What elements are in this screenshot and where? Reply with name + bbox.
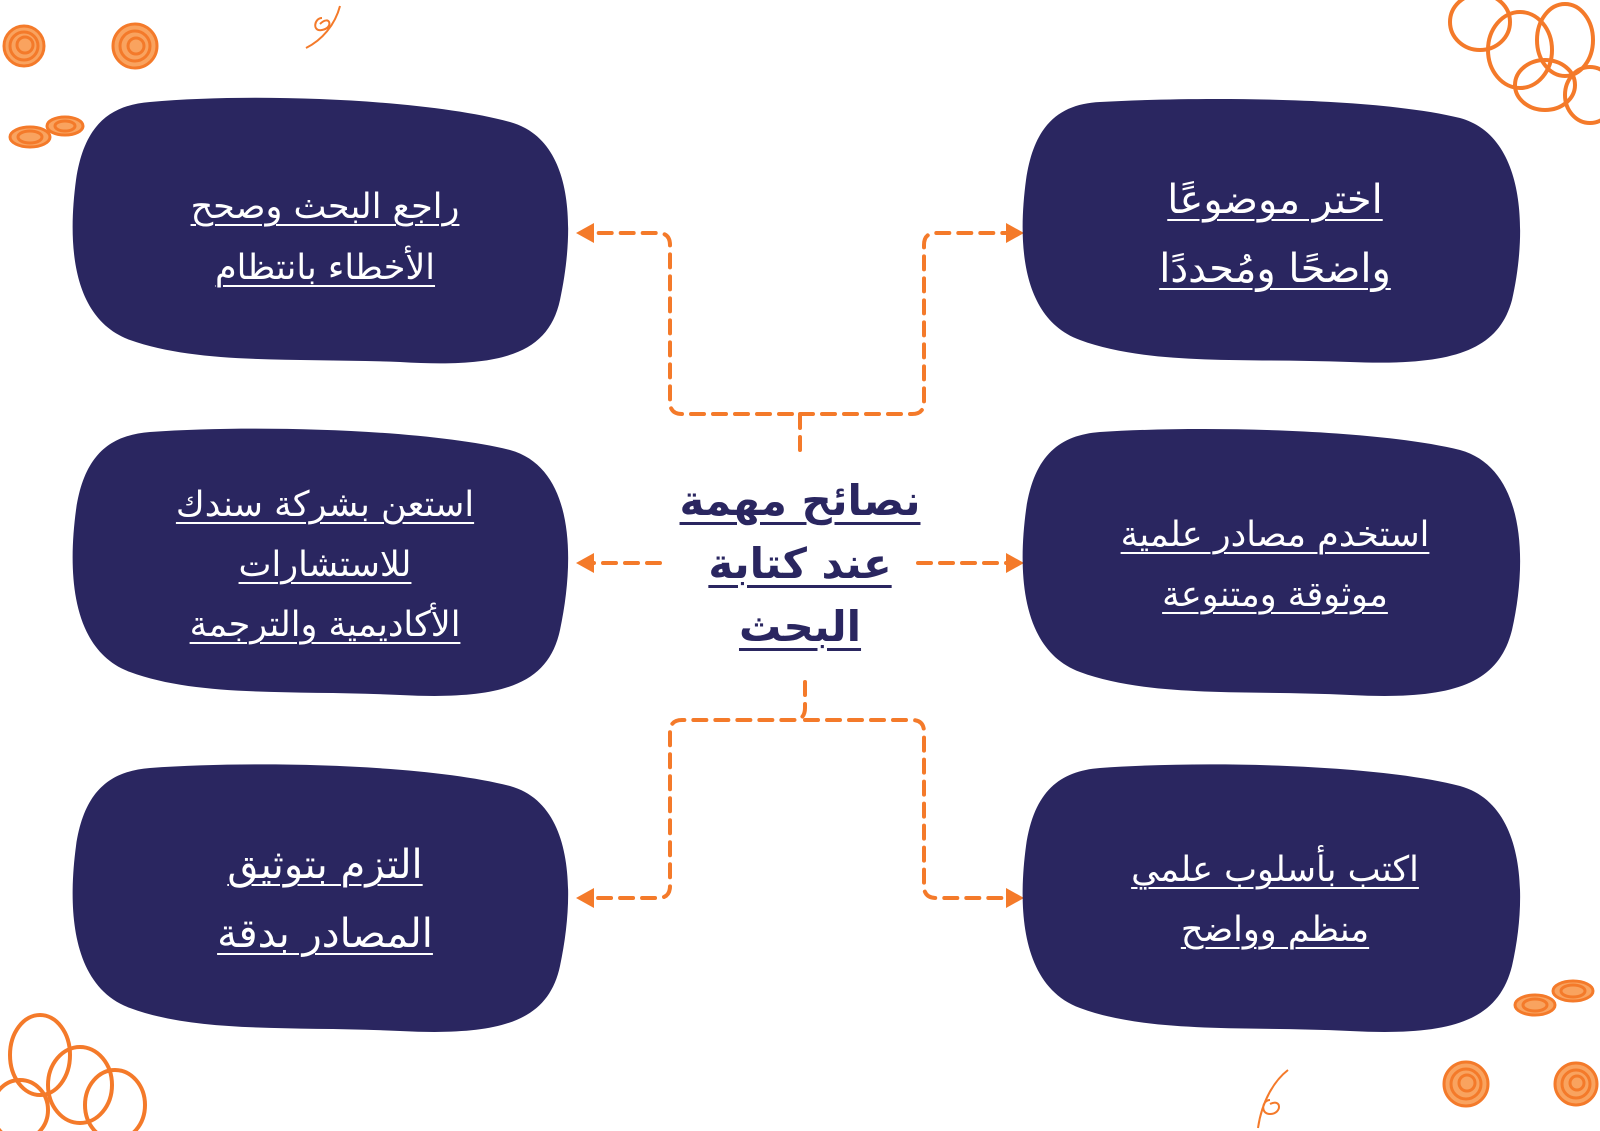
scribble-loops-bottom-left [0,1013,147,1131]
scribble-circle-top-left-2 [111,22,159,70]
cards [72,97,1521,1032]
card-left-top-shape [72,97,569,364]
scribble-oval-left-2 [45,115,85,137]
scribble-oval-left-1 [8,125,52,149]
card-left-bottom-shape [72,764,569,1032]
card-left-middle-text: استعن بشركة سندك للاستشارات الأكاديمية و… [175,484,475,646]
swirl-top-center [305,5,341,49]
scribble-loops-top-right [1448,0,1600,125]
scribble-oval-right-2 [1551,979,1595,1003]
arrowheads [576,223,1024,908]
scribble-oval-right-1 [1513,993,1557,1017]
card-right-top-shape [1022,99,1521,363]
card-right-middle-text: استخدم مصادر علمية موثوقة ومتنوعة [1120,514,1430,615]
arrowhead-left-bottom [576,888,594,908]
card-left-top-text: راجع البحث وصحح الأخطاء بانتظام [190,187,460,288]
connector-to-right-bottom [803,718,1012,900]
scribble-circle-bottom-right-2 [1553,1061,1599,1107]
arrowhead-right-bottom [1006,888,1024,908]
card-right-bottom-text: اكتب بأسلوب علمي منظم وواضح [1131,849,1419,950]
arrowhead-left-middle [576,553,594,573]
arrowhead-right-top [1006,223,1024,243]
scribble-circle-top-left-1 [2,24,46,68]
swirl-bottom-center [1257,1069,1289,1129]
card-left-middle-shape [72,428,569,696]
scribble-circle-bottom-right-1 [1442,1060,1490,1108]
connector-to-left-top [588,231,802,452]
arrowhead-right-middle [1006,553,1024,573]
arrowhead-left-top [576,223,594,243]
center-title: نصائح مهمة عند كتابة البحث [679,475,921,651]
card-right-bottom-shape [1022,764,1521,1032]
card-left-bottom-text: التزم بتوثيق المصادر بدقة [217,842,433,957]
card-right-middle-shape [1022,429,1521,696]
card-right-top-text: اختر موضوعًا واضحًا ومُحددًا [1159,177,1391,292]
connector-to-left-bottom [588,680,807,900]
connector-to-right-top [798,231,1012,416]
connector-lines [588,231,1012,900]
